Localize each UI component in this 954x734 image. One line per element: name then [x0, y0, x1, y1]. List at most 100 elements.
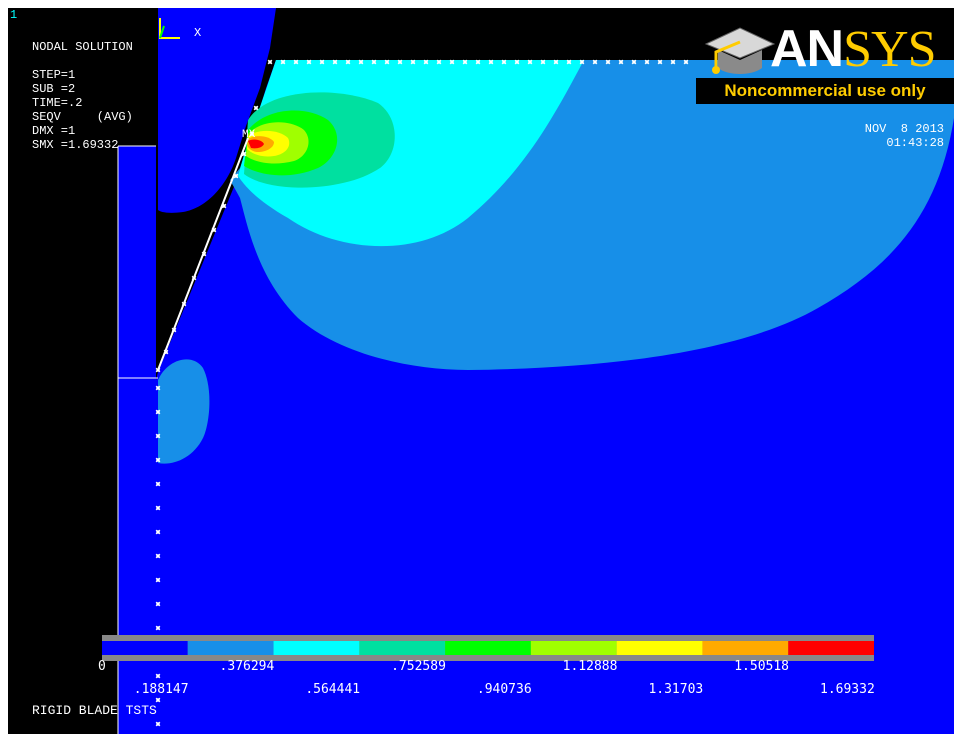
- contact-marker: [155, 505, 161, 511]
- left-boundary-strip: [118, 146, 156, 734]
- contact-marker: [211, 227, 217, 233]
- contact-marker: [155, 577, 161, 583]
- noncommercial-banner: Noncommercial use only: [696, 78, 954, 104]
- ansys-wordmark: ANSYS: [770, 20, 937, 78]
- max-marker-label: MX: [242, 129, 256, 141]
- contact-marker: [155, 529, 161, 535]
- contact-marker: [319, 59, 325, 65]
- contact-marker: [683, 59, 689, 65]
- contact-marker: [280, 59, 286, 65]
- contact-marker: [423, 59, 429, 65]
- solution-info-list: STEP=1 SUB =2 TIME=.2 SEQV (AVG) DMX =1 …: [32, 68, 133, 152]
- legend-swatch: [273, 641, 360, 655]
- contact-marker: [449, 59, 455, 65]
- contact-marker: [618, 59, 624, 65]
- legend-swatch: [445, 641, 531, 655]
- contact-marker: [155, 673, 161, 679]
- contact-markers: [155, 59, 689, 727]
- window-number: 1: [10, 8, 18, 22]
- graduation-cap-icon: [704, 27, 776, 74]
- contact-marker: [201, 251, 207, 257]
- contact-marker: [155, 433, 161, 439]
- contact-marker: [155, 721, 161, 727]
- contact-marker: [514, 59, 520, 65]
- graphics-viewport[interactable]: 1 X NODAL SOLUTION STEP=1 SUB =2 TIME=.2…: [8, 8, 954, 734]
- contour-plot: [117, 8, 954, 734]
- contact-marker: [293, 59, 299, 65]
- contact-marker: [358, 59, 364, 65]
- legend-swatch: [102, 641, 188, 655]
- contact-marker: [410, 59, 416, 65]
- contact-marker: [155, 601, 161, 607]
- contact-marker: [155, 697, 161, 703]
- legend-swatch: [616, 641, 703, 655]
- info-line: DMX =1: [32, 124, 76, 138]
- info-line: SMX =1.69332: [32, 138, 119, 152]
- contact-marker: [155, 457, 161, 463]
- triad-x-label: X: [194, 26, 202, 40]
- timestamp: NOV 8 2013 01:43:28: [865, 122, 944, 150]
- contact-marker: [253, 105, 259, 111]
- legend-swatch: [187, 641, 274, 655]
- contact-marker: [191, 275, 197, 281]
- contact-marker: [371, 59, 377, 65]
- contact-marker: [644, 59, 650, 65]
- contact-marker: [249, 131, 255, 137]
- legend-tick-label: 1.12888: [562, 659, 618, 674]
- solution-title: NODAL SOLUTION: [32, 40, 133, 54]
- plot-title: RIGID BLADE TSTS: [32, 703, 157, 718]
- contact-marker: [462, 59, 468, 65]
- contact-marker: [592, 59, 598, 65]
- contact-marker: [155, 385, 161, 391]
- legend-tick-label: .376294: [219, 659, 275, 674]
- legend-swatch: [702, 641, 789, 655]
- contact-marker: [670, 59, 676, 65]
- contact-marker: [163, 349, 169, 355]
- legend-swatch: [530, 641, 617, 655]
- contact-marker: [155, 367, 161, 373]
- contact-marker: [155, 553, 161, 559]
- contact-marker: [488, 59, 494, 65]
- contour-region-level-9: [248, 139, 264, 149]
- legend-tick-label: .564441: [305, 682, 361, 697]
- timestamp-date: NOV 8 2013: [864, 122, 944, 136]
- legend-tick-label: 1.50518: [734, 659, 790, 674]
- contact-marker: [332, 59, 338, 65]
- contact-marker: [171, 327, 177, 333]
- contact-marker: [631, 59, 637, 65]
- legend-swatch: [788, 641, 874, 655]
- legend-tick-label: 1.31703: [648, 682, 704, 697]
- contact-marker: [527, 59, 533, 65]
- contact-marker: [233, 173, 239, 179]
- legend-tick-label: .752589: [391, 659, 446, 674]
- legend-tick-label: 0: [98, 659, 106, 674]
- legend-color-bar: [102, 635, 874, 661]
- contact-marker: [501, 59, 507, 65]
- legend-tick-label: .188147: [133, 682, 189, 697]
- legend-swatch: [359, 641, 446, 655]
- timestamp-time: 01:43:28: [886, 136, 944, 150]
- contact-marker: [566, 59, 572, 65]
- contact-marker: [181, 301, 187, 307]
- contact-marker: [436, 59, 442, 65]
- ansys-logo: ANSYS Noncommercial use only: [696, 20, 954, 104]
- contact-marker: [397, 59, 403, 65]
- contour-region-lower: [158, 359, 210, 464]
- contact-marker: [155, 481, 161, 487]
- info-line: SEQV (AVG): [32, 110, 133, 124]
- contact-marker: [267, 59, 273, 65]
- contact-marker: [475, 59, 481, 65]
- contact-marker: [605, 59, 611, 65]
- rigid-blade: [158, 8, 276, 213]
- contact-marker: [306, 59, 312, 65]
- contact-marker: [155, 409, 161, 415]
- contact-marker: [345, 59, 351, 65]
- contact-marker: [657, 59, 663, 65]
- info-line: STEP=1: [32, 68, 76, 82]
- info-line: SUB =2: [32, 82, 76, 96]
- contact-marker: [384, 59, 390, 65]
- info-line: TIME=.2: [32, 96, 83, 110]
- contact-marker: [540, 59, 546, 65]
- contact-marker: [155, 625, 161, 631]
